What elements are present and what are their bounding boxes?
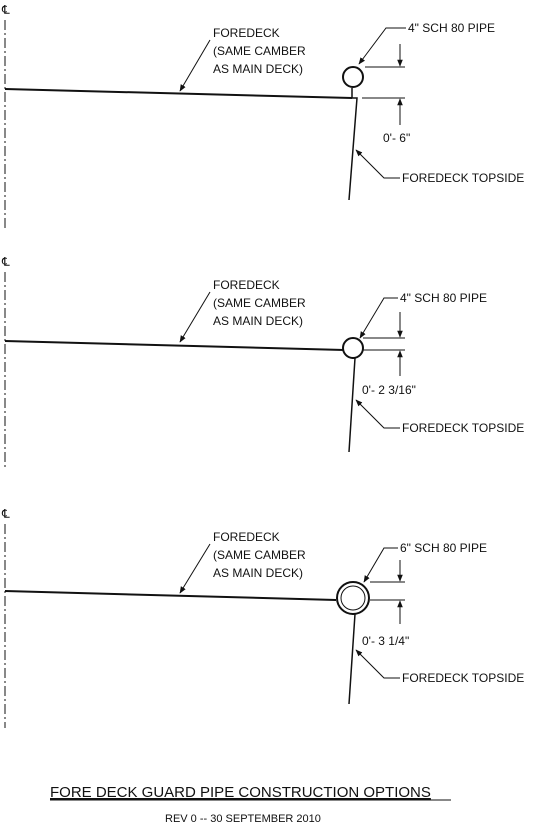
detail-3: ℄ FOREDECK (SAME CAMBER AS MAIN DECK) 6"…	[1, 507, 524, 728]
deck-label-line-1: FOREDECK	[213, 530, 280, 544]
dimension-text: 0'- 2 3/16"	[362, 383, 416, 397]
centerline-symbol: ℄	[1, 3, 10, 17]
guard-pipe	[336, 581, 370, 615]
pipe-label: 4" SCH 80 PIPE	[400, 291, 487, 305]
dimension-text: 0'- 3 1/4"	[362, 634, 409, 648]
guard-pipe	[342, 66, 364, 88]
revision-line: REV 0 -- 30 SEPTEMBER 2010	[165, 813, 321, 825]
deck-line	[4, 340, 345, 351]
pipe-leader	[363, 547, 398, 583]
deck-leader	[179, 39, 211, 92]
deck-label-line-3: AS MAIN DECK)	[213, 62, 303, 76]
topside-leader	[355, 649, 400, 679]
topside-label: FOREDECK TOPSIDE	[402, 421, 524, 435]
topside-label: FOREDECK TOPSIDE	[402, 671, 524, 685]
deck-label-line-3: AS MAIN DECK)	[213, 314, 303, 328]
deck-line	[4, 88, 353, 99]
deck-label-line-2: (SAME CAMBER	[213, 44, 306, 58]
pipe-label: 4" SCH 80 PIPE	[408, 21, 495, 35]
centerline-symbol: ℄	[1, 507, 10, 521]
pipe-label: 6" SCH 80 PIPE	[400, 541, 487, 555]
deck-label-line-2: (SAME CAMBER	[213, 548, 306, 562]
topside-leader	[355, 399, 400, 429]
deck-leader	[179, 543, 211, 594]
hull-side	[348, 613, 356, 705]
deck-leader	[179, 291, 211, 343]
drawing-title: FORE DECK GUARD PIPE CONSTRUCTION OPTION…	[50, 784, 431, 801]
deck-label-line-1: FOREDECK	[213, 278, 280, 292]
topside-label: FOREDECK TOPSIDE	[402, 171, 524, 185]
deck-label-line-3: AS MAIN DECK)	[213, 566, 303, 580]
pipe-leader	[359, 297, 398, 339]
guard-pipe-bore	[340, 585, 366, 611]
detail-2: ℄ FOREDECK (SAME CAMBER AS MAIN DECK) 4"…	[1, 255, 524, 470]
hull-side	[348, 97, 358, 201]
deck-line	[4, 590, 337, 601]
hull-side	[348, 357, 356, 453]
pipe-leader	[358, 27, 406, 65]
dimension-text: 0'- 6"	[383, 131, 410, 145]
deck-label-line-2: (SAME CAMBER	[213, 296, 306, 310]
detail-1: ℄ FOREDECK (SAME CAMBER AS MAIN DECK) 4"…	[1, 3, 524, 230]
deck-label-line-1: FOREDECK	[213, 26, 280, 40]
centerline-symbol: ℄	[1, 255, 10, 269]
guard-pipe	[342, 337, 364, 359]
topside-leader	[355, 149, 400, 179]
